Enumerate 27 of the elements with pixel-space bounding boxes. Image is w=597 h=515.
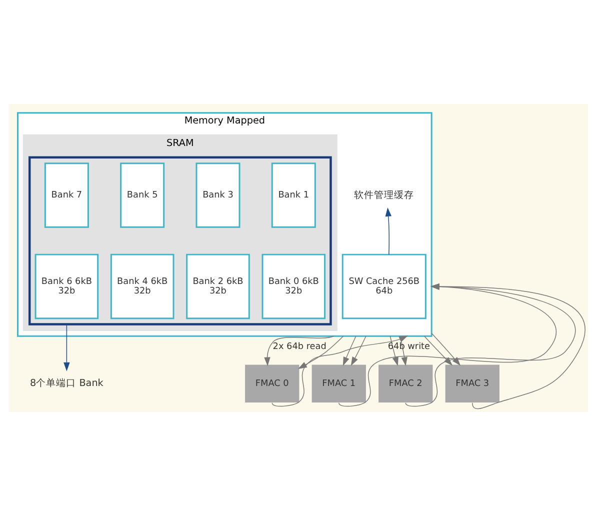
node-text: 软件管理缓存 xyxy=(354,189,414,200)
node-box: Bank 3 xyxy=(196,162,240,228)
node-box: Bank 7 xyxy=(44,162,89,228)
arrow xyxy=(342,335,356,366)
arrow xyxy=(64,323,70,371)
arrow xyxy=(385,207,392,254)
edge-label: 2x 64b read xyxy=(272,342,326,352)
arrow xyxy=(338,283,557,406)
node-box: Bank 2 6kB 32b xyxy=(186,253,250,319)
node-box: FMAC 0 xyxy=(245,364,300,402)
node-box: FMAC 2 xyxy=(378,364,433,402)
cluster xyxy=(28,156,332,325)
arrow xyxy=(405,283,576,406)
node-box: Bank 4 6kB 32b xyxy=(110,253,174,319)
node-box: Bank 0 6kB 32b xyxy=(262,253,326,319)
node-box: SW Cache 256B 64b xyxy=(342,253,426,319)
arrow xyxy=(298,335,344,369)
node-box: FMAC 3 xyxy=(445,364,500,402)
arrow xyxy=(400,335,408,366)
node-box: FMAC 1 xyxy=(312,364,366,402)
node-box: Bank 6 6kB 32b xyxy=(34,253,99,319)
node-text: 8个单端口 Bank xyxy=(30,378,104,389)
node-box: Bank 1 xyxy=(271,162,316,228)
node-box: Bank 5 xyxy=(120,162,165,228)
arrow xyxy=(272,335,408,406)
arrow xyxy=(264,335,334,366)
arrow xyxy=(350,335,366,366)
